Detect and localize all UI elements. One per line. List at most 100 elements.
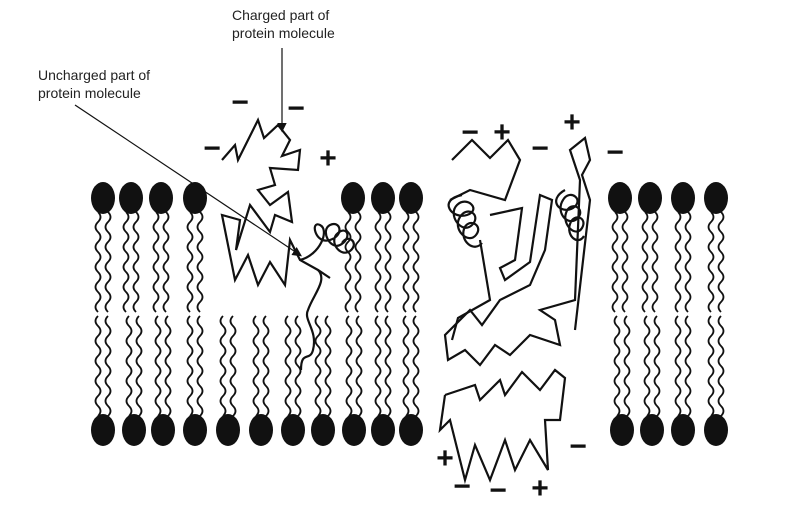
phospholipid-bottom: [122, 315, 146, 446]
lipid-tail: [186, 211, 194, 313]
lipid-tail: [707, 211, 715, 313]
lipid-tail: [641, 211, 649, 313]
phospholipid-top: [149, 182, 173, 313]
lipid-bilayer: [91, 182, 728, 446]
phospholipid-top: [183, 182, 207, 313]
phospholipid-bottom: [216, 315, 240, 446]
uncharged-helix: [299, 222, 355, 371]
lipid-tail: [122, 211, 130, 313]
lipid-tail: [314, 315, 322, 417]
lipid-head: [608, 182, 632, 214]
lipid-tail: [94, 211, 102, 313]
lipid-tail: [412, 211, 420, 313]
phospholipid-bottom: [249, 315, 273, 446]
minus-charge-sign: −: [489, 474, 507, 507]
lipid-tail: [154, 315, 162, 417]
lipid-tail: [284, 315, 292, 417]
lipid-head: [341, 182, 365, 214]
charged-protein-chain: [220, 117, 331, 289]
plus-charge-sign: +: [493, 116, 511, 149]
right-protein-middle-chain: [443, 136, 592, 367]
lipid-tail: [135, 315, 143, 417]
lipid-head: [671, 414, 695, 446]
lipid-tail: [104, 315, 112, 417]
lipid-tail: [262, 315, 270, 417]
uncharged-label-line1: Uncharged part of: [38, 67, 150, 83]
minus-charge-sign: −: [531, 132, 549, 165]
phospholipid-top: [341, 182, 365, 313]
lipid-tail: [196, 211, 204, 313]
phospholipid-top: [608, 182, 632, 313]
annotation-arrows: [74, 48, 302, 257]
uncharged-arrow: [74, 104, 302, 257]
lipid-tail: [94, 315, 102, 417]
lipid-tail: [162, 211, 170, 313]
lipid-tail: [229, 315, 237, 417]
lipid-tail: [621, 211, 629, 313]
lipid-tail: [164, 315, 172, 417]
lipid-tail: [717, 315, 725, 417]
lipid-tail: [684, 315, 692, 417]
lipid-head: [119, 182, 143, 214]
lipid-tail: [355, 315, 363, 417]
lipid-tail: [651, 211, 659, 313]
lipid-tail: [674, 315, 682, 417]
lipid-head: [399, 414, 423, 446]
lipid-head: [183, 182, 207, 214]
phospholipid-bottom: [151, 315, 175, 446]
lipid-tail: [402, 315, 410, 417]
lipid-head: [342, 414, 366, 446]
lipid-tail: [653, 315, 661, 417]
lipid-tail: [132, 211, 140, 313]
plus-charge-sign: +: [319, 142, 337, 175]
charge-signs: −−−+−+−+−+−−−+: [203, 86, 624, 507]
lipid-head: [91, 182, 115, 214]
phospholipid-bottom: [671, 315, 695, 446]
lipid-head: [671, 182, 695, 214]
lipid-tail: [717, 211, 725, 313]
lipid-head: [610, 414, 634, 446]
phospholipid-top: [638, 182, 662, 313]
phospholipid-top: [704, 182, 728, 313]
lipid-tail: [354, 211, 362, 313]
lipid-tail: [402, 211, 410, 313]
lipid-head: [704, 414, 728, 446]
minus-charge-sign: −: [569, 430, 587, 463]
lipid-head: [149, 182, 173, 214]
lipid-tail: [125, 315, 133, 417]
lipid-head: [183, 414, 207, 446]
lipid-tail: [345, 315, 353, 417]
lipid-head: [371, 414, 395, 446]
charged-label-line2: protein molecule: [232, 25, 335, 41]
lipid-tail: [186, 315, 194, 417]
lipid-tail: [384, 315, 392, 417]
right-helix-1: [447, 193, 492, 341]
minus-charge-sign: −: [461, 116, 479, 149]
phospholipid-top: [371, 182, 395, 313]
lipid-tail: [374, 315, 382, 417]
lipid-tail: [384, 211, 392, 313]
lipid-tail: [219, 315, 227, 417]
lipid-tail: [643, 315, 651, 417]
lipid-tail: [374, 211, 382, 313]
phospholipid-bottom: [640, 315, 664, 446]
phospholipid-bottom: [281, 315, 305, 446]
minus-charge-sign: −: [231, 86, 249, 119]
right-protein-top-chain: [449, 138, 522, 202]
lipid-head: [311, 414, 335, 446]
plus-charge-sign: +: [531, 472, 549, 505]
plus-charge-sign: +: [563, 106, 581, 139]
phospholipid-bottom: [342, 315, 366, 446]
phospholipid-bottom: [704, 315, 728, 446]
lipid-head: [122, 414, 146, 446]
lipid-head: [704, 182, 728, 214]
phospholipid-bottom: [91, 315, 115, 446]
right-helix-2: [555, 189, 585, 242]
lipid-tail: [104, 211, 112, 313]
lipid-tail: [613, 315, 621, 417]
lipid-head: [638, 182, 662, 214]
right-protein-bottom-chain: [438, 368, 567, 485]
lipid-head: [249, 414, 273, 446]
lipid-head: [91, 414, 115, 446]
